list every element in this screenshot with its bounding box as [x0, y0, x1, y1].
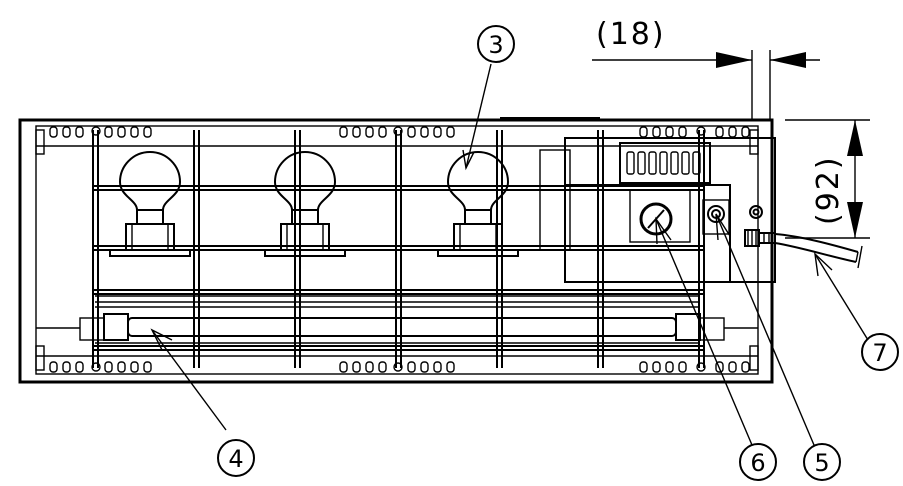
control-box: [539, 137, 776, 283]
top-vent-holes: [49, 126, 750, 138]
lamp-bulb: [437, 151, 519, 257]
bottom-vent-holes: [49, 361, 750, 373]
callout-number: 7: [872, 339, 887, 367]
power-cord: [744, 229, 863, 269]
callout-number: 6: [750, 449, 765, 477]
callout-3: 3: [477, 25, 515, 63]
lamp-bulb: [109, 151, 191, 257]
callout-4: 4: [217, 439, 255, 477]
callout-leaders: [150, 63, 869, 446]
callout-number: 4: [228, 445, 243, 473]
callout-number: 3: [488, 31, 503, 59]
indicator-lamp: [749, 205, 763, 219]
callout-5: 5: [803, 443, 841, 481]
callout-7: 7: [861, 333, 899, 371]
dimension-label-18: (18): [596, 17, 666, 52]
callout-6: 6: [739, 443, 777, 481]
wire-guard: [91, 126, 706, 372]
terminal-block-slots: [626, 151, 701, 175]
lamp-bulb: [264, 151, 346, 257]
callout-number: 5: [814, 449, 829, 477]
dimension-label-92: (92): [811, 155, 846, 225]
dimension-92: (92): [785, 119, 870, 239]
dimension-18: (18): [592, 17, 820, 120]
